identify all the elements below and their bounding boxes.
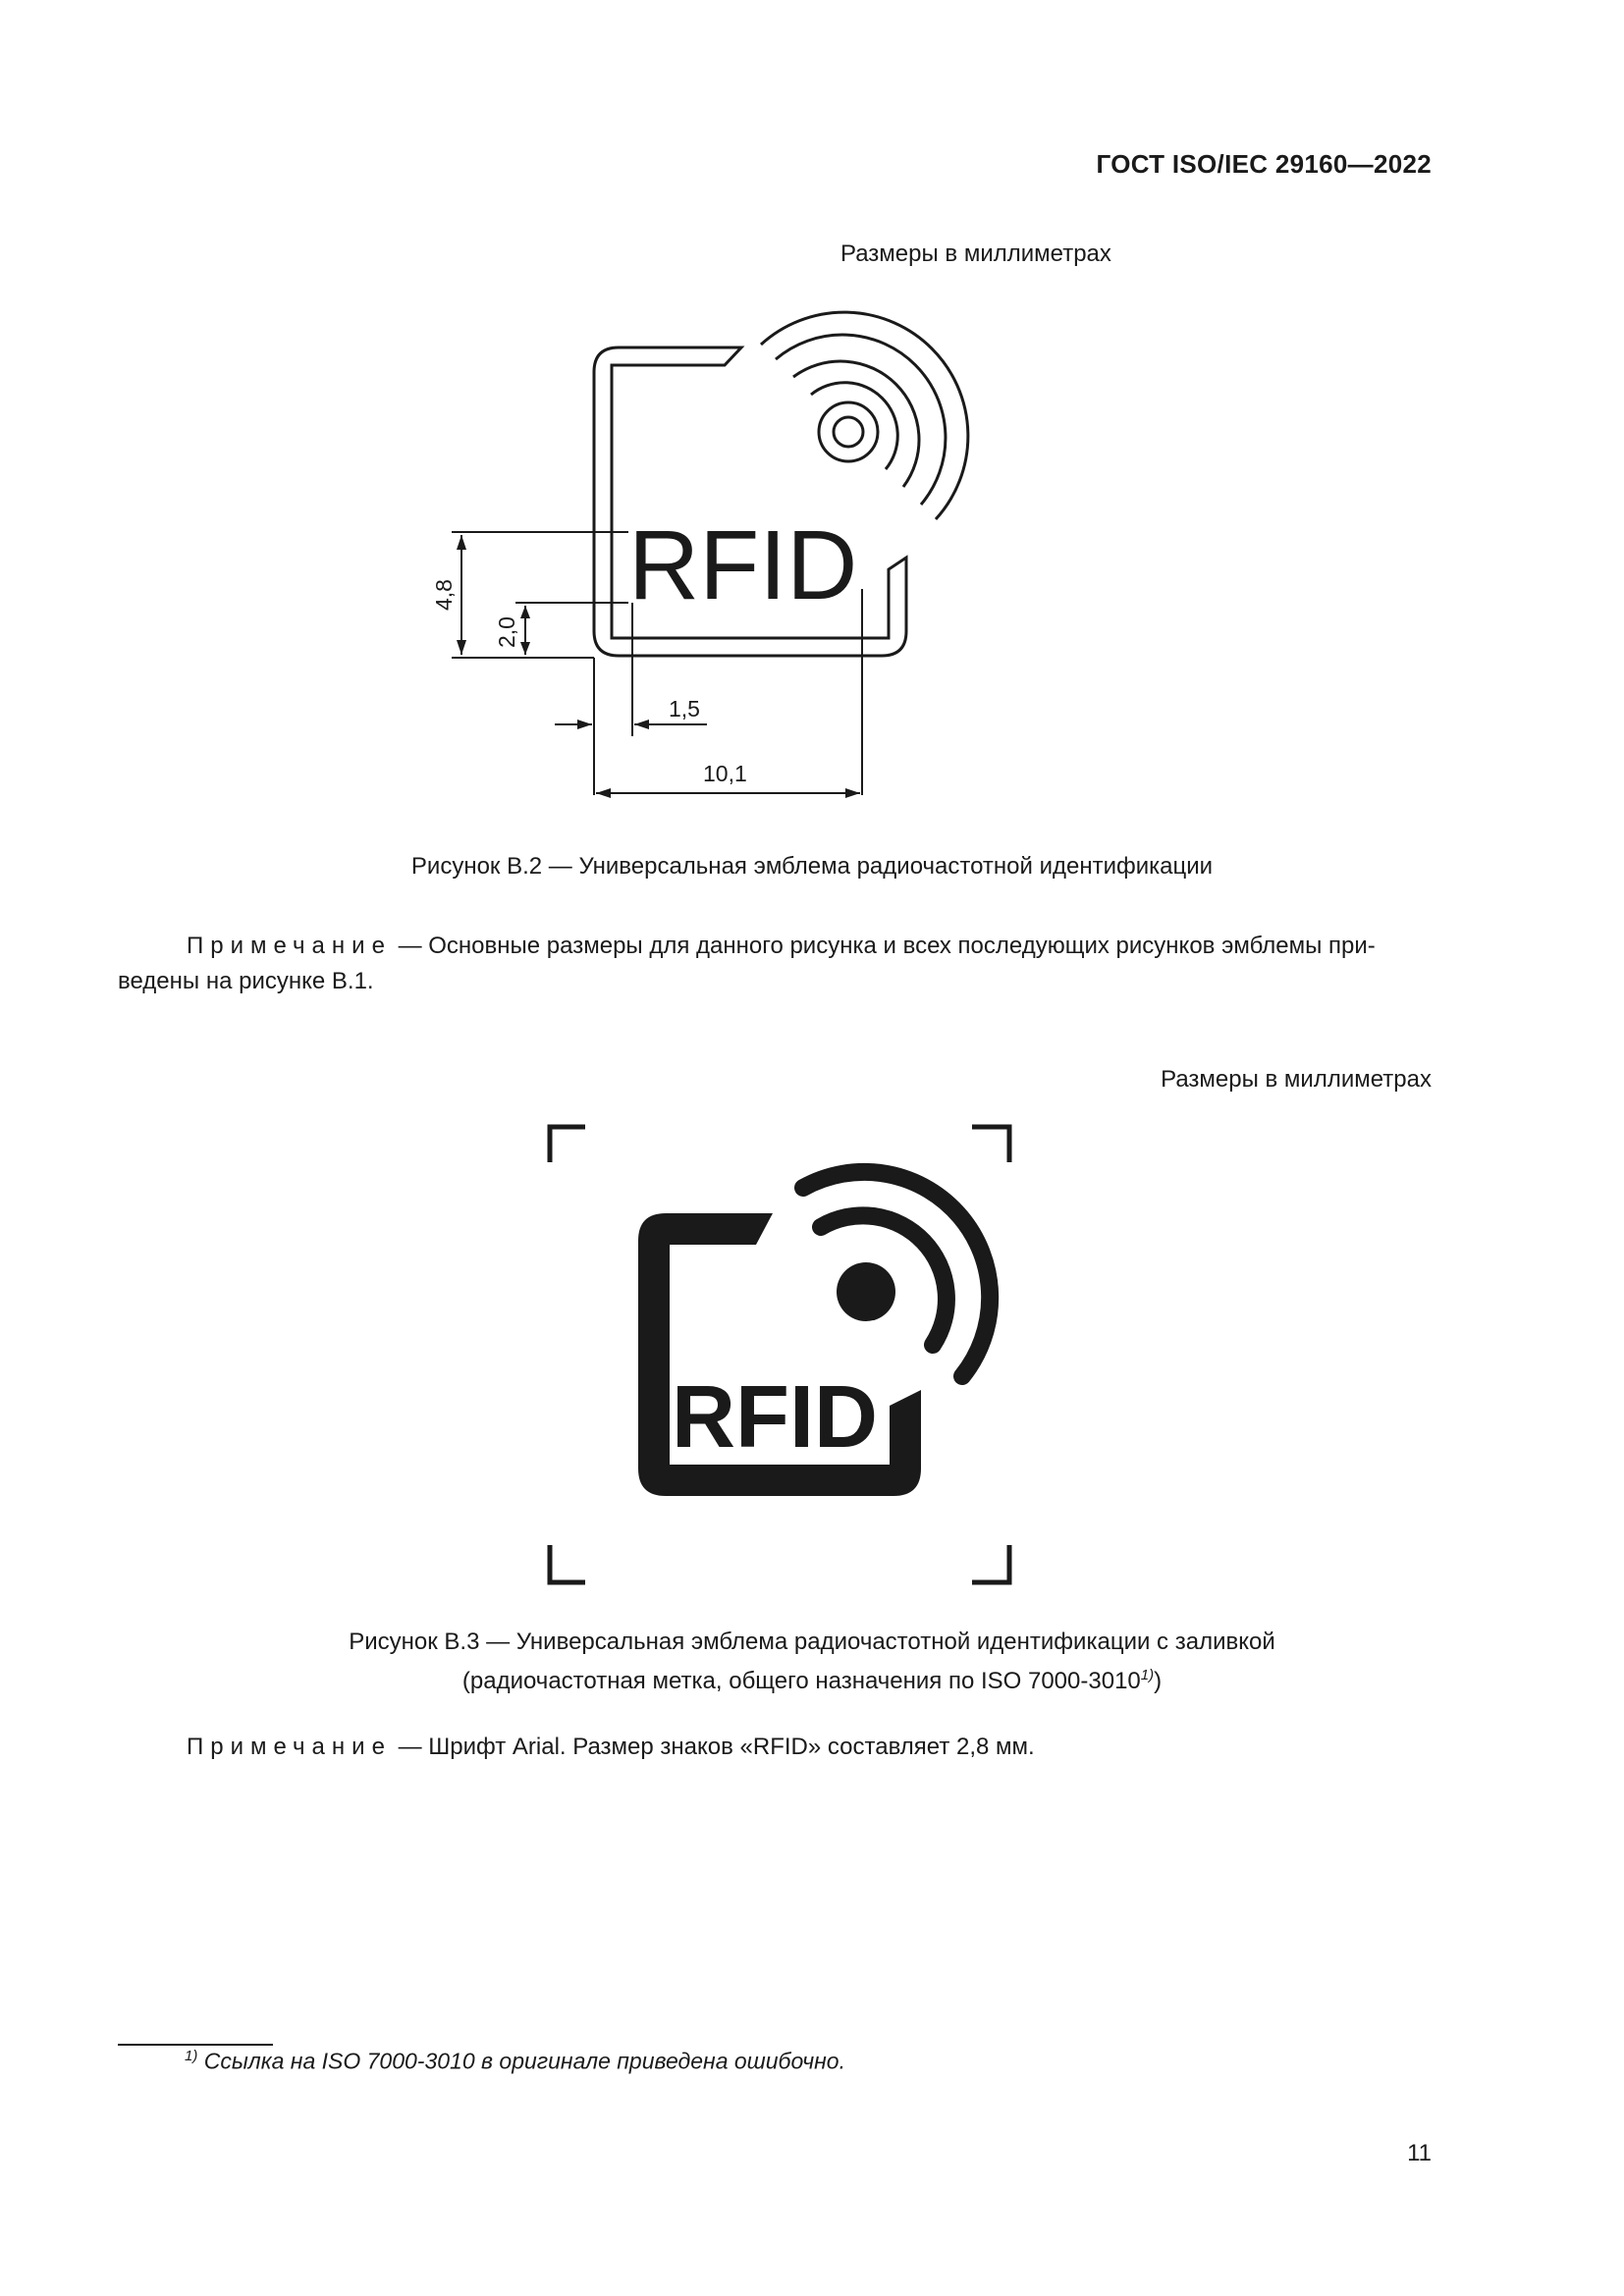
dimension-width-label: 10,1 (703, 761, 747, 786)
dimension-offset-label: 1,5 (669, 696, 700, 721)
figure-b3-drawing: RFID (547, 1124, 1012, 1585)
figure-b3-caption-line1: Рисунок В.3 — Универсальная эмблема ради… (349, 1629, 1275, 1655)
footnote: 1) Ссылка на ISO 7000-3010 в оригинале п… (185, 2048, 845, 2075)
footnote-divider (118, 2044, 273, 2046)
note-2-label: Примечание (187, 1734, 392, 1760)
page-number: 11 (1407, 2140, 1432, 2166)
note-1-text-cont: ведены на рисунке В.1. (118, 968, 374, 994)
waves-filled-icon (794, 1162, 1000, 1385)
footnote-reference: 1) (1140, 1667, 1155, 1683)
footnote-marker: 1) (185, 2048, 198, 2064)
emblem-frame-outline (592, 346, 908, 658)
dimension-height-label: 4,8 (431, 579, 457, 611)
note-1-text: — Основные размеры для данного рисунка и… (391, 933, 1376, 959)
document-standard-header: ГОСТ ISO/IEC 29160—2022 (1096, 149, 1432, 179)
note-2-text: — Шрифт Arial. Размер знаков «RFID» сост… (391, 1734, 1035, 1760)
note-1: Примечание — Основные размеры для данног… (118, 929, 1439, 999)
figure-b3-caption-line2: (радиочастотная метка, общего назначения… (461, 1668, 1141, 1694)
footnote-text: Ссылка на ISO 7000-3010 в оригинале прив… (203, 2048, 845, 2074)
figure-b2-emblem-text: RFID (628, 510, 857, 620)
figure-b2-units-note: Размеры в миллиметрах (840, 240, 1111, 267)
figure-b3-caption: Рисунок В.3 — Универсальная эмблема ради… (0, 1626, 1624, 1698)
figure-b3-units-note: Размеры в миллиметрах (1161, 1066, 1432, 1093)
figure-b3-emblem-text: RFID (672, 1368, 878, 1467)
crop-marks (547, 1124, 1012, 1585)
emblem-frame-filled (638, 1213, 921, 1496)
figure-b3-caption-close: ) (1154, 1668, 1163, 1694)
dimension-arrows (457, 535, 860, 798)
figure-b2-drawing: RFID 4,8 2,0 1,5 10,1 (431, 310, 970, 798)
figure-b2-caption: Рисунок В.2 — Универсальная эмблема ради… (410, 853, 1214, 880)
note-2: Примечание — Шрифт Arial. Размер знаков … (118, 1730, 1439, 1765)
dimension-inner-label: 2,0 (494, 616, 519, 648)
note-1-label: Примечание (187, 933, 392, 959)
waves-outline-icon (759, 310, 970, 521)
